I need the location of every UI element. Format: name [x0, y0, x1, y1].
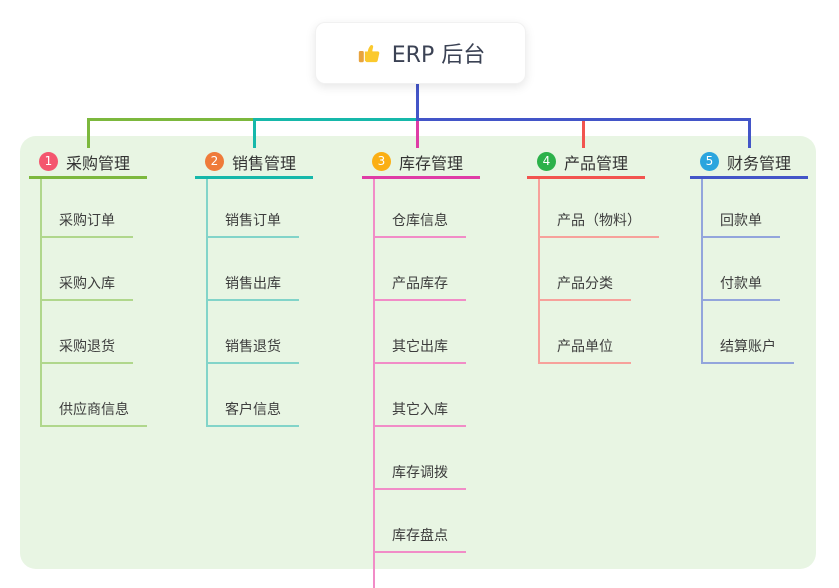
child-node[interactable]: 销售退货: [208, 301, 299, 364]
child-node[interactable]: 销售出库: [208, 238, 299, 301]
drop-line-finance: [748, 118, 751, 148]
child-node[interactable]: 客户信息: [208, 364, 299, 427]
child-node[interactable]: 其它出库: [375, 301, 466, 364]
root-connector-line: [416, 82, 419, 121]
root-title: ERP 后台: [391, 43, 486, 68]
branch-title: 销售管理: [232, 153, 297, 173]
drop-line-purchase: [87, 118, 90, 148]
child-node[interactable]: 产品单位: [540, 301, 631, 364]
child-node[interactable]: 采购入库: [42, 238, 133, 301]
branch-title: 库存管理: [399, 153, 464, 173]
drop-line-sales: [253, 118, 256, 148]
branch-children: 采购订单 采购入库 采购退货 供应商信息: [40, 179, 147, 427]
branch-children: 产品（物料） 产品分类 产品单位: [538, 179, 659, 364]
branch-header-product[interactable]: 4 产品管理: [527, 147, 645, 176]
drop-line-inventory: [416, 121, 419, 148]
child-node[interactable]: 采购订单: [42, 179, 133, 238]
branch-children: 仓库信息 产品库存 其它出库 其它入库 库存调拨 库存盘点 出库库明细: [373, 179, 480, 588]
child-node[interactable]: 产品分类: [540, 238, 631, 301]
child-node[interactable]: 采购退货: [42, 301, 133, 364]
branch-number-badge: 5: [700, 152, 719, 171]
branch-underline: [362, 176, 480, 179]
bus-line-purchase: [87, 118, 253, 121]
branch-number-badge: 1: [39, 152, 58, 171]
thumbs-up-icon: [356, 40, 382, 66]
branch-product: 4 产品管理 产品（物料） 产品分类 产品单位: [527, 147, 659, 364]
branch-sales: 2 销售管理 销售订单 销售出库 销售退货 客户信息: [195, 147, 313, 427]
branch-underline: [29, 176, 147, 179]
branch-number-badge: 2: [205, 152, 224, 171]
child-node[interactable]: 仓库信息: [375, 179, 466, 238]
child-node[interactable]: 产品（物料）: [540, 179, 659, 238]
child-node[interactable]: 回款单: [703, 179, 780, 238]
branch-number-badge: 3: [372, 152, 391, 171]
drop-line-product: [582, 121, 585, 148]
branch-title: 产品管理: [564, 153, 629, 173]
branch-header-inventory[interactable]: 3 库存管理: [362, 147, 480, 176]
branch-title: 财务管理: [727, 153, 792, 173]
child-node[interactable]: 产品库存: [375, 238, 466, 301]
branch-header-sales[interactable]: 2 销售管理: [195, 147, 313, 176]
child-node[interactable]: 结算账户: [703, 301, 794, 364]
branch-finance: 5 财务管理 回款单 付款单 结算账户: [690, 147, 808, 364]
branch-number-badge: 4: [537, 152, 556, 171]
child-node[interactable]: 付款单: [703, 238, 780, 301]
branch-underline: [527, 176, 645, 179]
bus-line-sales: [253, 118, 418, 121]
child-node[interactable]: 库存调拨: [375, 427, 466, 490]
branch-underline: [195, 176, 313, 179]
child-node[interactable]: 其它入库: [375, 364, 466, 427]
branches-background-panel: [20, 136, 816, 569]
bus-line-finance: [416, 118, 751, 121]
branch-children: 回款单 付款单 结算账户: [701, 179, 794, 364]
branch-purchase: 1 采购管理 采购订单 采购入库 采购退货 供应商信息: [29, 147, 147, 427]
child-node[interactable]: 销售订单: [208, 179, 299, 238]
branch-header-purchase[interactable]: 1 采购管理: [29, 147, 147, 176]
branch-header-finance[interactable]: 5 财务管理: [690, 147, 808, 176]
branch-children: 销售订单 销售出库 销售退货 客户信息: [206, 179, 299, 427]
branch-inventory: 3 库存管理 仓库信息 产品库存 其它出库 其它入库 库存调拨 库存盘点 出库库…: [362, 147, 480, 588]
child-node[interactable]: 供应商信息: [42, 364, 147, 427]
branch-underline: [690, 176, 808, 179]
branch-title: 采购管理: [66, 153, 131, 173]
child-node[interactable]: 库存盘点: [375, 490, 466, 553]
child-node[interactable]: 出库库明细: [375, 553, 480, 588]
root-node[interactable]: ERP 后台: [315, 22, 526, 84]
